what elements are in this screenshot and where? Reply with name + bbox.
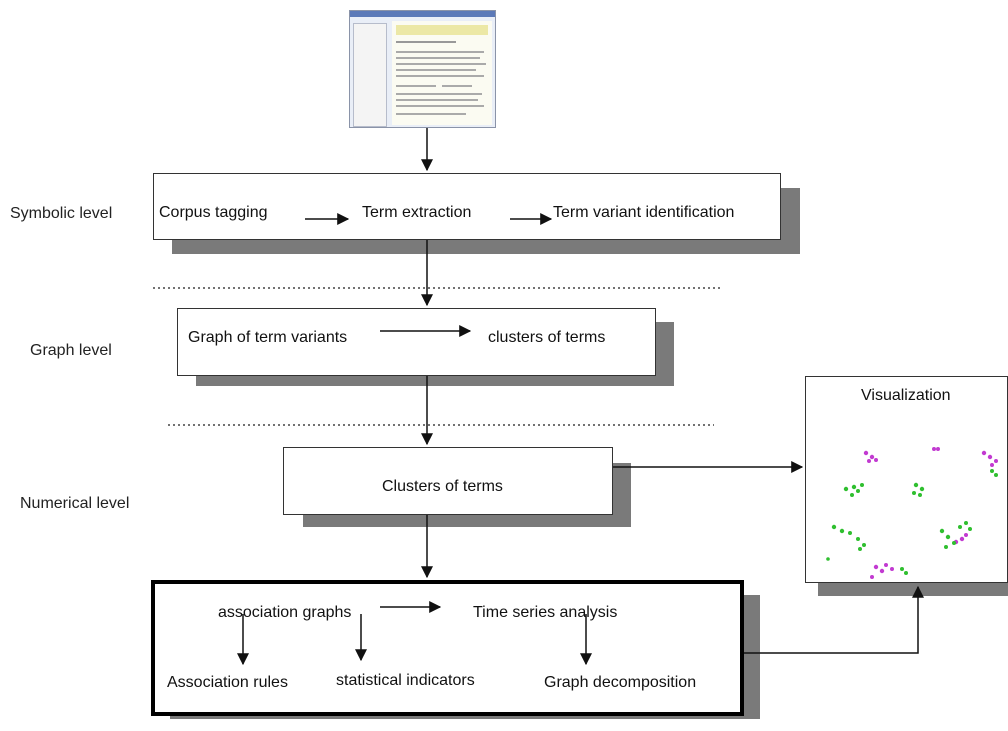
visualization-box: Visualization: [805, 376, 1008, 583]
graph-of-term-variants-step: Graph of term variants: [188, 329, 348, 346]
clusters-of-terms-label: Clusters of terms: [382, 478, 503, 495]
term-extraction-step: Term extraction: [362, 204, 472, 221]
term-variant-identification-step: Term variant identification: [553, 204, 735, 221]
symbolic-level-box: Corpus tagging Term extraction Term vari…: [153, 173, 781, 240]
visualization-title: Visualization: [861, 387, 951, 404]
association-graphs-label: association graphs: [218, 604, 352, 621]
clusters-of-terms-step: clusters of terms: [488, 329, 606, 346]
thumbnail-page: [392, 21, 492, 125]
cluster-scatter: [826, 447, 998, 579]
numerical-level-box: Clusters of terms: [283, 447, 613, 515]
graph-level-box: Graph of term variants clusters of terms: [177, 308, 656, 376]
arrow-analysis-to-visualization: [744, 585, 924, 654]
thumbnail-sidebar: [353, 23, 387, 127]
magenta-clusters: [863, 447, 998, 579]
green-clusters: [826, 469, 998, 575]
time-series-analysis-label: Time series analysis: [473, 604, 618, 621]
analysis-box: association graphs Time series analysis …: [151, 580, 744, 716]
numerical-level-label: Numerical level: [20, 495, 130, 512]
corpus-tagging-step: Corpus tagging: [159, 204, 268, 221]
symbolic-level-label: Symbolic level: [10, 205, 113, 222]
corpus-document-thumbnail: [349, 10, 496, 128]
thumbnail-titlebar: [350, 11, 495, 17]
graph-decomposition-label: Graph decomposition: [544, 674, 697, 691]
statistical-indicators-label: statistical indicators: [336, 672, 475, 689]
association-rules-label: Association rules: [167, 674, 288, 691]
graph-level-label: Graph level: [30, 342, 112, 359]
